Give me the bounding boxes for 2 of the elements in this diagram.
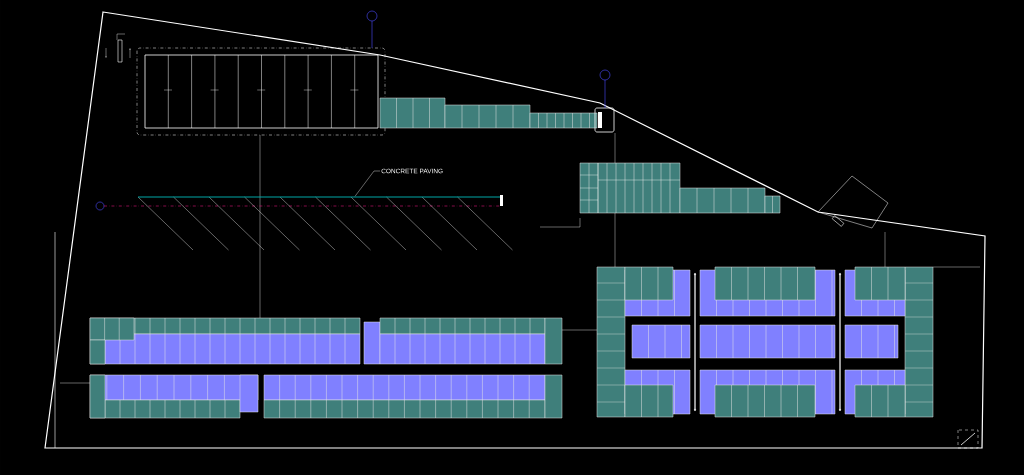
leader-line (354, 170, 381, 197)
paving-edge (138, 196, 500, 198)
